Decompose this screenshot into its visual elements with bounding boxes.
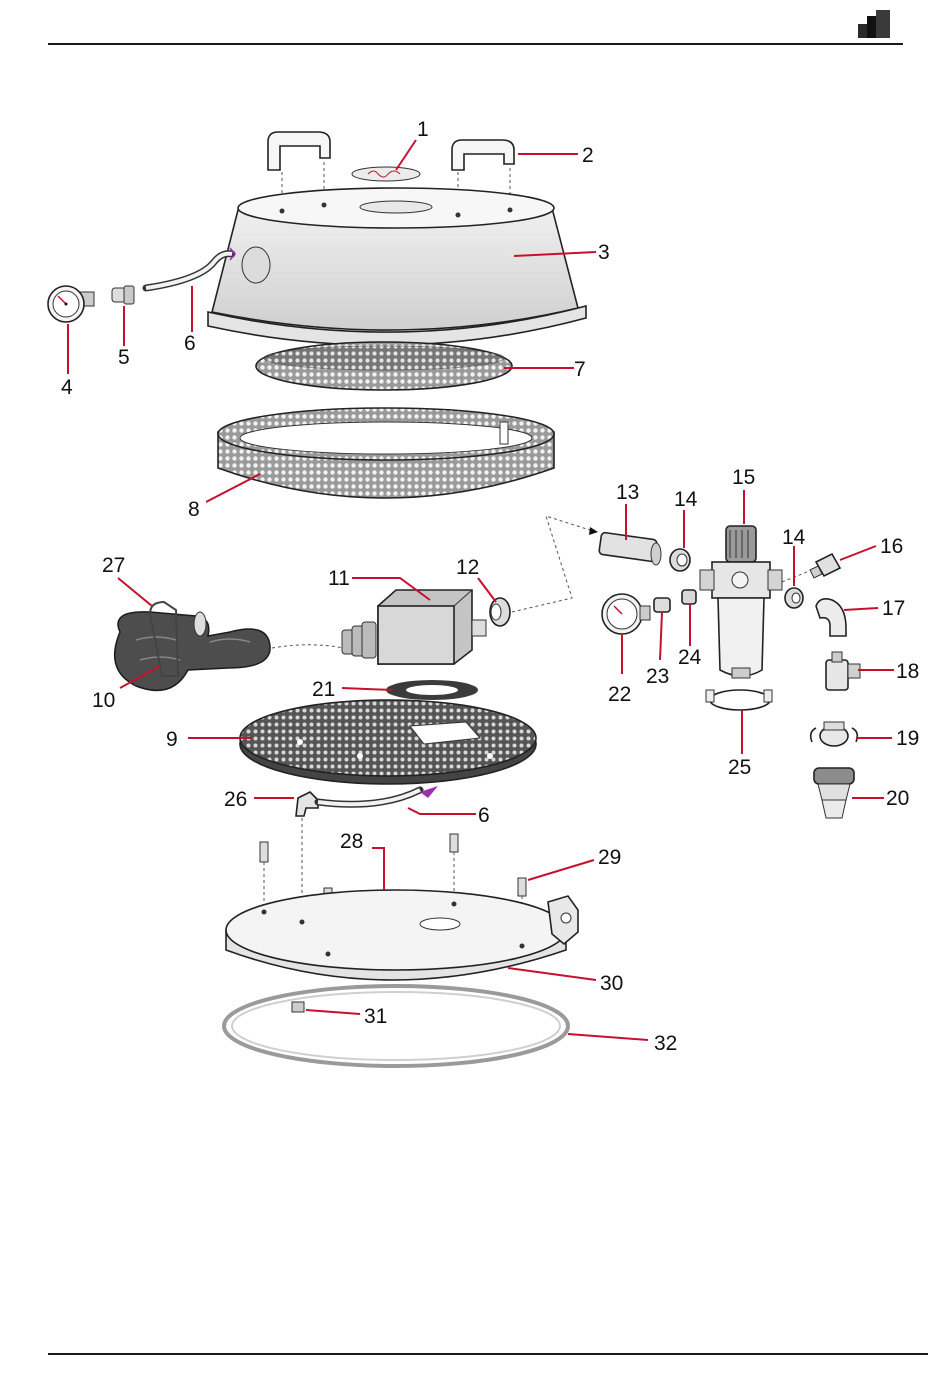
reducer-fitting: [682, 590, 696, 604]
callout-17: 17: [882, 597, 905, 620]
callout-14-left: 14: [674, 488, 698, 511]
callout-22: 22: [608, 683, 631, 706]
pressure-gauge-right: [602, 594, 650, 634]
callout-5: 5: [118, 346, 130, 369]
callout-18: 18: [896, 660, 919, 683]
callout-14-right: 14: [782, 526, 806, 549]
square-nut: [292, 1002, 304, 1012]
pipe-nipple: [599, 532, 661, 565]
callout-19: 19: [896, 727, 919, 750]
gauge-adapter: [654, 598, 670, 612]
callout-4: 4: [61, 376, 73, 399]
callout-13: 13: [616, 481, 639, 504]
filter-ring: [218, 408, 554, 498]
callout-9: 9: [166, 728, 178, 751]
callout-10: 10: [92, 689, 115, 712]
callout-31: 31: [364, 1005, 387, 1028]
gasket: [386, 680, 478, 700]
callout-12: 12: [456, 556, 479, 579]
callout-25: 25: [728, 756, 751, 779]
callout-6-upper: 6: [184, 332, 196, 355]
callout-7: 7: [574, 358, 586, 381]
callout-20: 20: [886, 787, 909, 810]
nut-fitting: [490, 598, 510, 626]
footer-rule: [48, 1353, 928, 1355]
callout-3: 3: [598, 241, 610, 264]
callout-29: 29: [598, 846, 621, 869]
callout-11: 11: [328, 567, 350, 590]
callout-8: 8: [188, 498, 200, 521]
mounting-clamp: [706, 690, 772, 710]
callout-28: 28: [340, 830, 363, 853]
callout-26: 26: [224, 788, 247, 811]
callout-16: 16: [880, 535, 903, 558]
base-plate: [226, 890, 578, 980]
lid-dome: [208, 188, 586, 345]
callout-21: 21: [312, 678, 335, 701]
callout-15: 15: [732, 466, 755, 489]
callout-32: 32: [654, 1032, 677, 1055]
callout-24: 24: [678, 646, 702, 669]
bushing-right: [785, 588, 803, 608]
pressure-gauge-left: [48, 286, 94, 322]
filter-plate: [240, 700, 536, 784]
air-regulator: [700, 526, 782, 678]
elbow-connector: [296, 792, 318, 816]
callout-30: 30: [600, 972, 623, 995]
seal-ring: [224, 986, 568, 1066]
lid-label-plate: [352, 167, 420, 181]
standoff-left: [260, 842, 268, 862]
elbow-fitting: [816, 599, 846, 636]
callout-27: 27: [102, 554, 125, 577]
motor-box: [342, 590, 486, 664]
callout-6-lower: 6: [478, 804, 490, 827]
callout-1: 1: [417, 118, 429, 141]
fitting-left: [112, 286, 134, 304]
hose-connector: [810, 554, 840, 578]
callout-2: 2: [582, 144, 594, 167]
bushing-left: [670, 549, 690, 571]
claw-coupler: [811, 722, 858, 746]
lid-handle-left: [268, 132, 330, 170]
lid-handle-right: [452, 140, 514, 170]
standoff-mid: [450, 834, 458, 852]
hose-barb: [814, 768, 854, 818]
standoff-right: [518, 878, 526, 896]
callout-23: 23: [646, 665, 669, 688]
quick-coupler: [826, 652, 860, 690]
